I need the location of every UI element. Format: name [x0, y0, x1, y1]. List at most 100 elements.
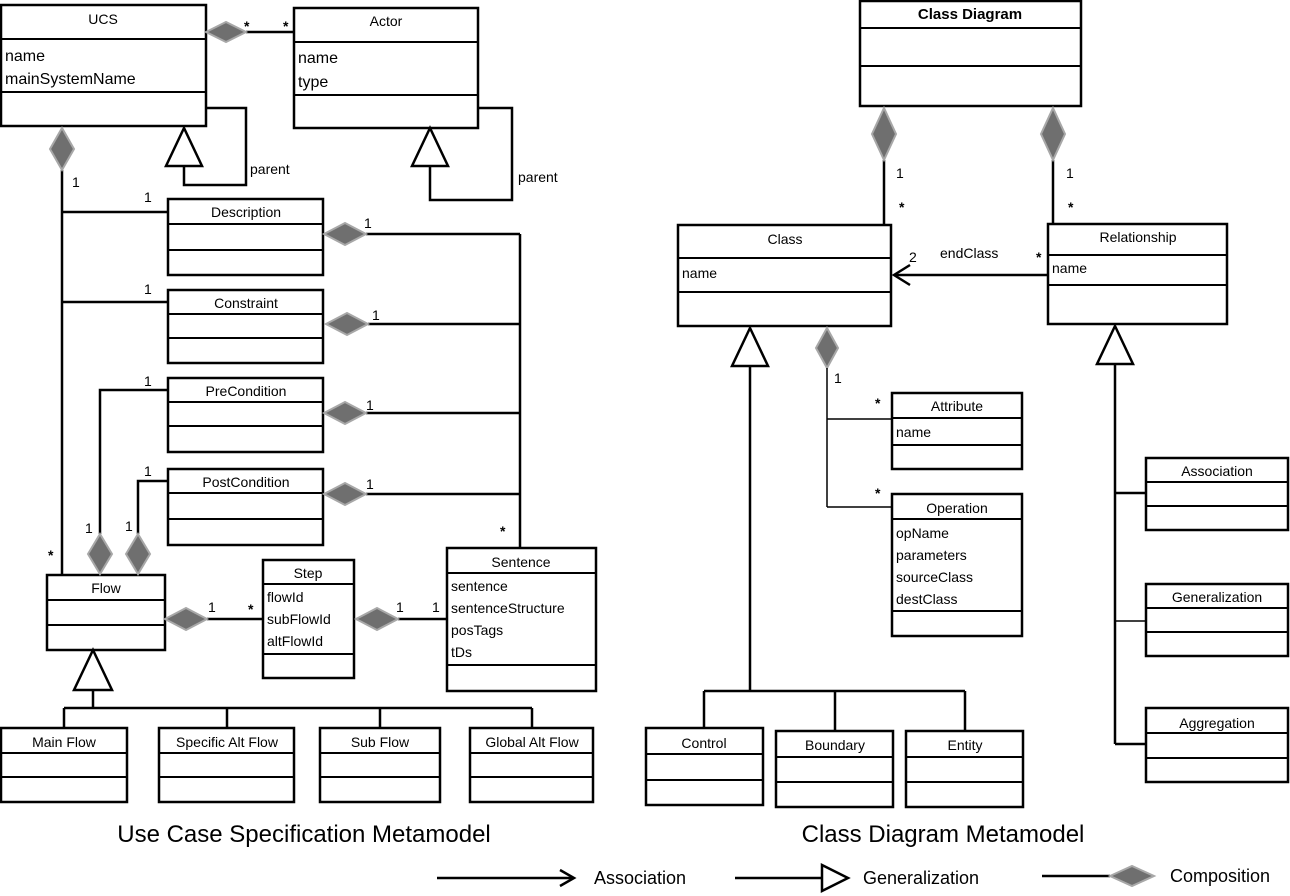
mult-endclass-two: 2	[909, 249, 917, 265]
class-precondition-name: PreCondition	[206, 383, 287, 399]
mult-description-sentence-one: 1	[364, 215, 372, 231]
class-precondition: PreCondition	[166, 376, 325, 454]
class-attribute-attr-name: name	[896, 424, 931, 440]
precondition-sentence-diamond	[321, 400, 369, 426]
ucs-parent-triangle	[164, 125, 204, 168]
class-class-diagram-name: Class Diagram	[918, 6, 1022, 23]
mult-description-one: 1	[144, 189, 152, 205]
class-generalization-name: Generalization	[1172, 589, 1262, 605]
class-step-attr-altflowid: altFlowId	[267, 633, 323, 649]
class-aggregation-name: Aggregation	[1179, 715, 1255, 731]
class-boundary: Boundary	[774, 729, 895, 809]
class-operation-attr-opname: opName	[896, 525, 949, 541]
class-step-attr-flowid: flowId	[267, 589, 304, 605]
left-labels: * * parent parent 1 1 1 1 1 1 1 1 1 * * …	[48, 18, 558, 617]
class-specific-alt-flow: Specific Alt Flow	[157, 726, 296, 804]
right-connectors	[702, 105, 1146, 746]
mult-classdiagram-relationship-one: 1	[1066, 165, 1074, 181]
class-actor-name: Actor	[370, 13, 403, 29]
flow-precondition-diamond	[86, 532, 114, 576]
class-postcondition: PostCondition	[166, 467, 325, 547]
mult-operation-star: *	[875, 485, 881, 501]
class-ucs-name: UCS	[88, 11, 118, 27]
mult-step-sentence-one-a: 1	[396, 599, 404, 615]
ucs-flow-composition-diamond	[48, 125, 76, 173]
flow-postcondition-line	[136, 479, 168, 534]
flow-generalization-triangle	[72, 647, 114, 692]
class-operation-attr-sourceclass: sourceClass	[896, 569, 973, 585]
class-operation-attr-parameters: parameters	[896, 547, 967, 563]
class-association-name: Association	[1181, 463, 1253, 479]
class-sentence: Sentence sentence sentenceStructure posT…	[445, 546, 598, 693]
class-relationship-name: Relationship	[1099, 229, 1176, 245]
flow-postcondition-diamond	[124, 532, 152, 576]
class-sentence-attr-structure: sentenceStructure	[451, 600, 565, 616]
legend-composition-diamond	[1107, 864, 1157, 888]
class-step: Step flowId subFlowId altFlowId	[261, 558, 356, 680]
classdiagram-relationship-diamond	[1039, 105, 1067, 163]
class-sentence-attr-postags: posTags	[451, 622, 503, 638]
class-constraint: Constraint	[166, 288, 325, 365]
class-global-alt-flow-name: Global Alt Flow	[485, 734, 579, 750]
legend-generalization-triangle	[820, 862, 851, 894]
flow-precondition-line	[98, 388, 168, 534]
class-relationship-attr-name: name	[1052, 260, 1087, 276]
postcondition-sentence-diamond	[321, 481, 369, 507]
mult-sentence-star: *	[500, 523, 506, 539]
mult-flow-precondition-one: 1	[85, 520, 93, 536]
class-operation-name: Operation	[926, 500, 987, 516]
flow-step-diamond	[162, 606, 210, 632]
mult-postcondition-one: 1	[144, 463, 152, 479]
relationship-generalization-triangle	[1095, 323, 1135, 366]
class-sentence-attr-tds: tDs	[451, 644, 472, 660]
mult-postcondition-sentence-one: 1	[366, 476, 374, 492]
class-sentence-name: Sentence	[491, 554, 550, 570]
class-sub-flow-name: Sub Flow	[351, 734, 410, 750]
legend-generalization-label: Generalization	[863, 868, 979, 888]
class-step-name: Step	[294, 565, 323, 581]
mult-precondition-sentence-one: 1	[366, 397, 374, 413]
class-actor: Actor name type	[292, 6, 480, 130]
constraint-sentence-diamond	[323, 311, 371, 337]
endclass-arrowhead	[891, 263, 911, 287]
class-description: Description	[166, 197, 325, 277]
class-operation: Operation opName parameters sourceClass …	[890, 492, 1024, 638]
actor-parent-label: parent	[518, 169, 558, 185]
class-sub-flow: Sub Flow	[318, 726, 442, 804]
class-flow-name: Flow	[91, 580, 121, 596]
legend-association-label: Association	[594, 868, 686, 888]
mult-classdiagram-class-star: *	[899, 199, 905, 215]
class-relationship: Relationship name	[1046, 222, 1229, 326]
mult-flow-postcondition-one: 1	[125, 518, 133, 534]
class-specific-alt-flow-name: Specific Alt Flow	[176, 734, 279, 750]
class-actor-attr-name: name	[298, 50, 338, 67]
class-attribute: Attribute name	[890, 391, 1024, 471]
mult-ucs-flow-one: 1	[72, 174, 80, 190]
mult-precondition-one: 1	[144, 373, 152, 389]
class-entity: Entity	[904, 729, 1025, 809]
mult-ucs-actor-star-b: *	[283, 18, 289, 34]
class-main-flow-name: Main Flow	[32, 734, 97, 750]
class-entity-name: Entity	[947, 737, 982, 753]
right-metamodel-title: Class Diagram Metamodel	[802, 821, 1085, 848]
class-actor-attr-type: type	[298, 74, 328, 91]
mult-ucs-actor-star-a: *	[244, 18, 250, 34]
class-flow: Flow	[45, 573, 167, 652]
class-ucs-attr-mainsystemname: mainSystemName	[5, 71, 136, 88]
class-ucs-attr-name: name	[5, 48, 45, 65]
class-members-composition-diamond	[814, 325, 840, 371]
right-labels: 1 * 1 * endClass 2 * 1 * *	[834, 165, 1074, 501]
class-control: Control	[644, 726, 765, 807]
actor-parent-triangle	[410, 125, 450, 168]
class-global-alt-flow: Global Alt Flow	[468, 726, 595, 804]
mult-endclass-star: *	[1036, 249, 1042, 265]
ucs-actor-composition-diamond	[203, 20, 249, 44]
class-class-attr-name: name	[682, 265, 717, 281]
legend-association-arrowhead	[559, 868, 577, 888]
class-attribute-name: Attribute	[931, 398, 983, 414]
class-generalization-triangle	[730, 325, 770, 368]
left-connectors	[48, 20, 534, 728]
class-aggregation: Aggregation	[1144, 706, 1290, 784]
class-main-flow: Main Flow	[0, 726, 129, 804]
